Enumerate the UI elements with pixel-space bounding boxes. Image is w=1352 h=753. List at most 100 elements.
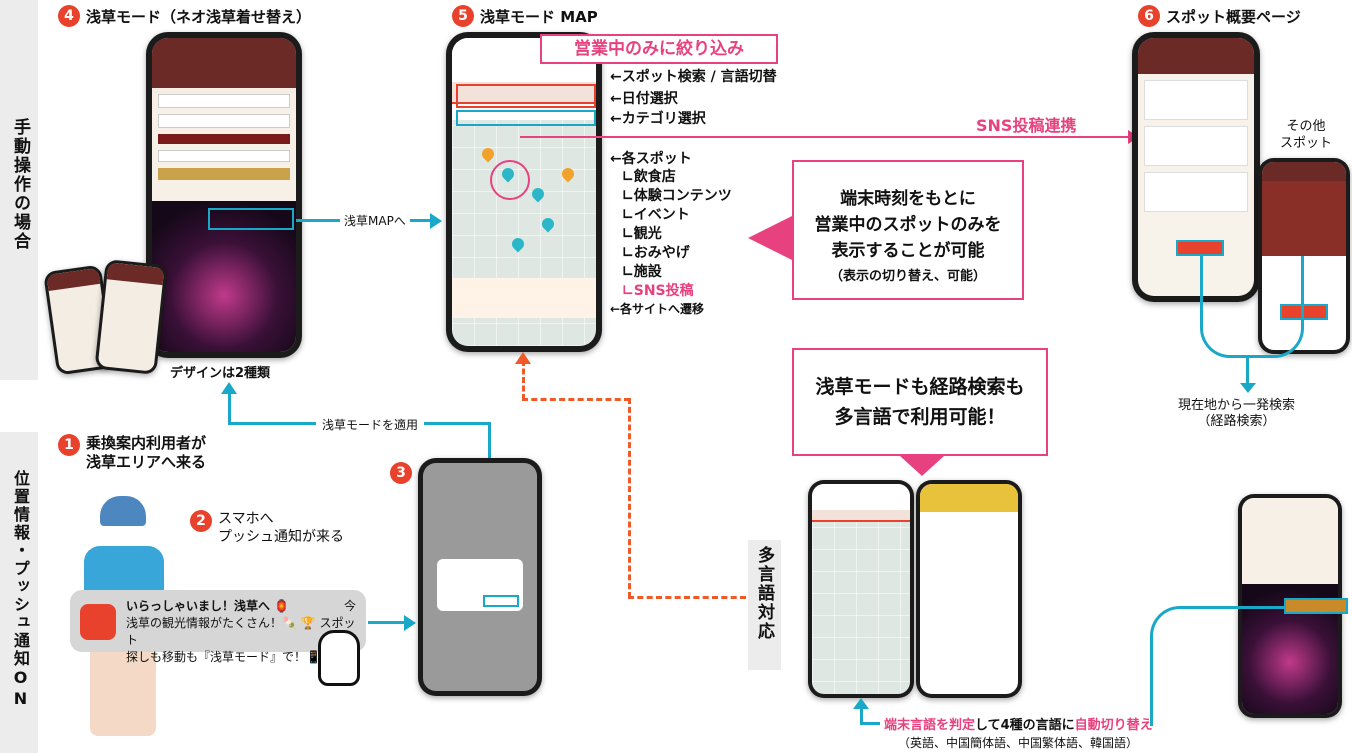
time-callout-line2: 営業中のスポットのみを xyxy=(814,215,1002,235)
site-link-cards[interactable] xyxy=(452,278,596,318)
map-spot-pin[interactable] xyxy=(539,215,557,233)
notification-connector xyxy=(368,621,406,624)
dashed-connector-v xyxy=(522,360,525,400)
lang-auto-text: 自動切り替え xyxy=(1074,718,1153,733)
asakusa-mode-button-highlight[interactable] xyxy=(208,208,294,230)
apply-mode-arrow xyxy=(221,382,237,394)
map-category-highlight xyxy=(456,110,596,126)
step4-number: 4 xyxy=(58,5,80,27)
spot-category-item-sns: ∟SNS投稿 xyxy=(622,283,694,299)
other-spot-line2: スポット xyxy=(1280,136,1333,151)
app-icon xyxy=(80,604,116,640)
step1-line1: 乗換案内利用者が xyxy=(86,434,207,452)
step5-number: 5 xyxy=(452,5,474,27)
annotation-category-select: ←カテゴリ選択 xyxy=(610,111,706,127)
asakusa-mode-screen xyxy=(152,38,296,352)
sns-post-card[interactable] xyxy=(1144,80,1248,121)
app-header xyxy=(152,38,296,89)
arrow-to-map xyxy=(430,213,442,229)
step1-title: 1 乗換案内利用者が 浅草エリアへ来る xyxy=(58,434,206,472)
search-button[interactable] xyxy=(158,168,290,181)
notification-arrow xyxy=(404,615,416,631)
step6-title: 6 スポット概要ページ xyxy=(1138,5,1301,27)
map-spot-pin[interactable] xyxy=(509,235,527,253)
step2-line2: プッシュ通知が来る xyxy=(218,529,344,545)
other-spot-label: その他 スポット xyxy=(1280,118,1332,152)
to-map-label: 浅草MAPへ xyxy=(340,212,410,229)
multi-callout-line2: 多言語で利用可能！ xyxy=(834,406,1006,428)
step5-title: 5 浅草モード MAP xyxy=(452,5,598,27)
sns-post-card[interactable] xyxy=(1144,126,1248,167)
phone-design-variant-b xyxy=(94,259,168,375)
route-arrow xyxy=(1240,383,1256,393)
side-label-manual: 手動操作の場合 xyxy=(10,118,30,251)
phone-english-route xyxy=(916,480,1022,698)
step2-title: 2 スマホへ プッシュ通知が来る xyxy=(190,510,344,546)
map-selected-spot-ring xyxy=(490,160,530,200)
sns-post-card[interactable] xyxy=(1144,172,1248,213)
spot-category-item: ∟イベント xyxy=(622,207,690,223)
route-connector-down xyxy=(1246,357,1249,385)
dashed-connector-h2 xyxy=(628,596,746,599)
neon-background xyxy=(152,200,296,352)
phone-spot-overview xyxy=(1132,32,1260,302)
time-based-callout: 端末時刻をもとに 営業中のスポットのみを 表示することが可能 （表示の切り替え、… xyxy=(792,160,1024,300)
route-connector xyxy=(1200,256,1304,358)
apply-mode-connector-v xyxy=(228,392,231,424)
apply-button[interactable] xyxy=(483,595,519,607)
route-label-line1: 現在地から一発検索 xyxy=(1178,398,1296,413)
mode-dialog xyxy=(437,559,523,611)
notification-line2: 浅草の観光情報がたくさん！🍡 🏆 スポット xyxy=(126,616,356,647)
side-label-multilingual: 多言語対応 xyxy=(748,540,781,670)
map-spot-pin[interactable] xyxy=(529,185,547,203)
route-label: 現在地から一発検索 （経路検索） xyxy=(1178,398,1295,430)
lang-arrow xyxy=(853,698,869,709)
step3-number: 3 xyxy=(390,462,412,484)
annotation-site-link: ←各サイトへ遷移 xyxy=(610,302,705,316)
step2-number: 2 xyxy=(190,510,212,532)
english-mode-connector xyxy=(1150,606,1286,726)
spot-category-list: ∟飲食店 ∟体験コンテンツ ∟イベント ∟観光 ∟おみやげ ∟施設 ∟SNS投稿 xyxy=(622,168,732,301)
phone-english-map xyxy=(808,480,914,698)
dashed-connector-v2 xyxy=(628,398,631,598)
spot-category-item: ∟施設 xyxy=(622,264,662,280)
route-button-highlight-2[interactable] xyxy=(1280,304,1328,320)
map-spot-pin[interactable] xyxy=(479,145,497,163)
phone-asakusa-mode xyxy=(146,32,302,358)
step1-line2: 浅草エリアへ来る xyxy=(86,453,207,471)
language-list-label: （英語、中国簡体語、中国繁体語、韓国語） xyxy=(898,736,1139,750)
spot-category-item: ∟飲食店 xyxy=(622,169,676,185)
time-callout-pointer xyxy=(748,216,792,260)
spot-category-item: ∟体験コンテンツ xyxy=(622,188,732,204)
phone-apply-dialog xyxy=(418,458,542,696)
push-notification[interactable]: いらっしゃいまし！浅草へ 🏮 浅草の観光情報がたくさん！🍡 🏆 スポット 探しも… xyxy=(70,590,366,664)
auto-language-label: 端末言語を判定して4種の言語に自動切り替え xyxy=(884,714,1153,733)
side-label-location: 位置情報・プッシュ通知ON xyxy=(11,470,30,710)
category-selector[interactable] xyxy=(452,104,596,120)
other-spot-line1: その他 xyxy=(1286,119,1326,134)
time-callout-sub: （表示の切り替え、可能） xyxy=(829,269,986,284)
map-spot-pin[interactable] xyxy=(559,165,577,183)
step4-title: 4 浅草モード（ネオ浅草着せ替え） xyxy=(58,5,311,27)
map-header-highlight xyxy=(456,84,596,108)
step6-number: 6 xyxy=(1138,5,1160,27)
spot-category-item: ∟観光 xyxy=(622,226,662,242)
sns-link-label: SNS投稿連携 xyxy=(976,116,1077,135)
design-two-label: デザインは2種類 xyxy=(170,366,271,381)
multilingual-callout: 浅草モードも経路検索も 多言語で利用可能！ xyxy=(792,348,1048,456)
side-band-manual xyxy=(0,0,38,380)
notification-line3: 探しも移動も『浅草モード』で！📱 xyxy=(126,650,321,664)
spot-category-item: ∟おみやげ xyxy=(622,245,690,261)
route-button-highlight-1[interactable] xyxy=(1176,240,1224,256)
notification-line1: いらっしゃいまし！浅草へ 🏮 xyxy=(126,599,290,613)
step1-number: 1 xyxy=(58,434,80,456)
route-label-line2: （経路検索） xyxy=(1197,414,1276,429)
multi-callout-line1: 浅草モードも経路検索も xyxy=(815,376,1025,398)
english-mode-button-highlight[interactable] xyxy=(1284,598,1348,614)
dashed-arrow-up xyxy=(515,352,531,364)
apply-mode-label: 浅草モードを適用 xyxy=(316,416,425,433)
annotation-date-select: ←日付選択 xyxy=(610,91,678,107)
filter-open-callout: 営業中のみに絞り込み xyxy=(540,34,778,64)
search-form xyxy=(152,94,296,201)
date-selector[interactable] xyxy=(452,82,596,104)
